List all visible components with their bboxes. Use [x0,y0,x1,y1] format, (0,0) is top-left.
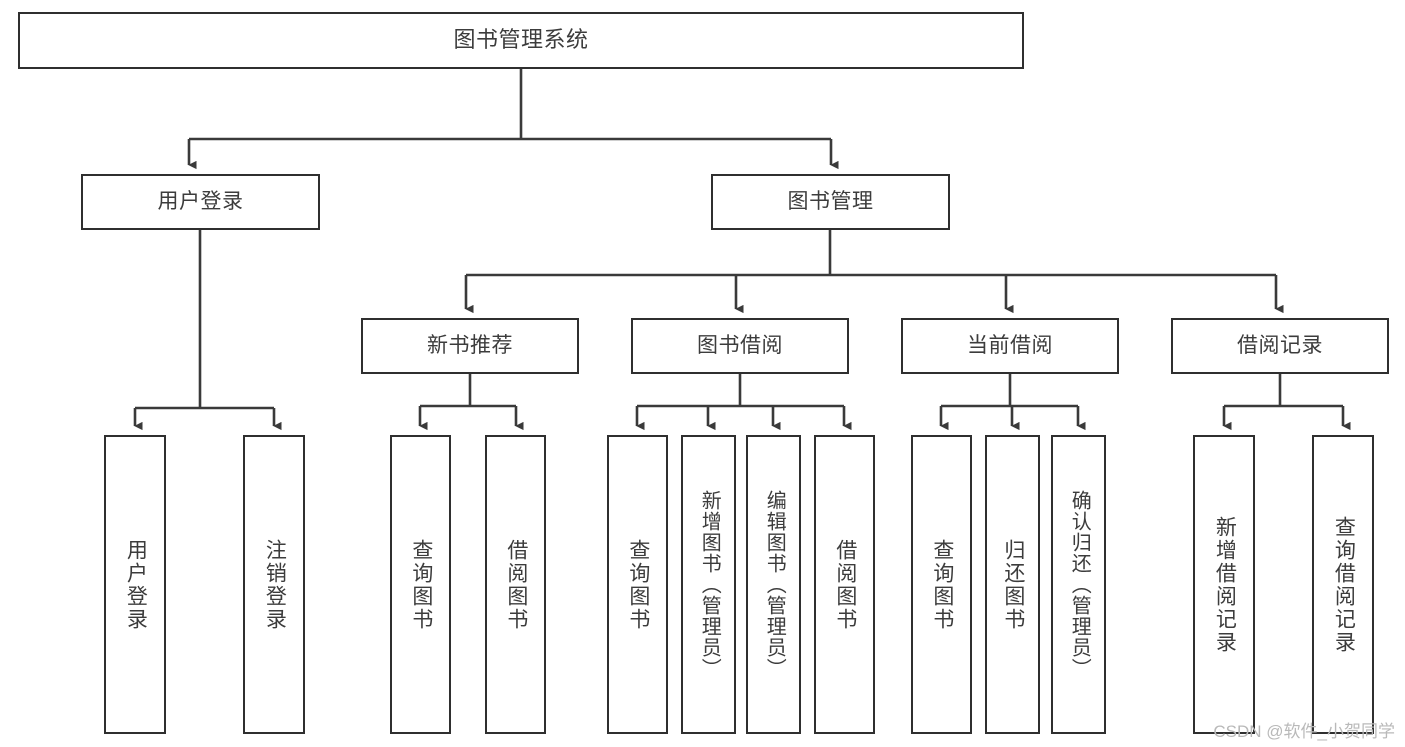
csdn-watermark: CSDN @软件_小贺同学 [1213,722,1395,741]
node-label: 当前借阅 [967,334,1053,358]
node-l7[interactable]: 编辑图书（管理员） [746,435,801,734]
node-l3[interactable]: 查询图书 [390,435,451,734]
node-root[interactable]: 图书管理系统 [18,12,1024,69]
node-label: 查询图书 [626,538,650,631]
node-label: 确认归还（管理员） [1068,490,1091,679]
node-l13[interactable]: 查询借阅记录 [1312,435,1374,734]
node-label: 查询图书 [930,538,954,631]
node-label: 新书推荐 [427,334,513,358]
node-records[interactable]: 借阅记录 [1171,318,1389,374]
node-l2[interactable]: 注销登录 [243,435,305,734]
node-l9[interactable]: 查询图书 [911,435,972,734]
node-l8[interactable]: 借阅图书 [814,435,875,734]
node-label: 图书管理系统 [453,27,589,53]
node-label: 查询图书 [409,538,433,631]
node-label: 借阅记录 [1237,334,1323,358]
node-label: 用户登录 [124,538,148,631]
node-label: 编辑图书（管理员） [763,490,786,679]
node-label: 借阅图书 [833,538,857,631]
node-l12[interactable]: 新增借阅记录 [1193,435,1255,734]
node-borrow[interactable]: 图书借阅 [631,318,849,374]
node-l6[interactable]: 新增图书（管理员） [681,435,736,734]
node-l11[interactable]: 确认归还（管理员） [1051,435,1106,734]
node-label: 借阅图书 [504,538,528,631]
node-l4[interactable]: 借阅图书 [485,435,546,734]
node-label: 图书管理 [787,190,874,214]
node-label: 归还图书 [1001,538,1025,631]
node-label: 查询借阅记录 [1332,515,1356,654]
node-label: 图书借阅 [697,334,783,358]
node-label: 新增借阅记录 [1213,515,1237,654]
node-login[interactable]: 用户登录 [81,174,320,230]
node-l5[interactable]: 查询图书 [607,435,668,734]
node-l10[interactable]: 归还图书 [985,435,1040,734]
node-newbook[interactable]: 新书推荐 [361,318,579,374]
node-label: 注销登录 [263,538,287,631]
node-bookmgmt[interactable]: 图书管理 [711,174,950,230]
node-current[interactable]: 当前借阅 [901,318,1119,374]
node-label: 新增图书（管理员） [698,490,721,679]
node-l1[interactable]: 用户登录 [104,435,166,734]
node-label: 用户登录 [157,190,244,214]
